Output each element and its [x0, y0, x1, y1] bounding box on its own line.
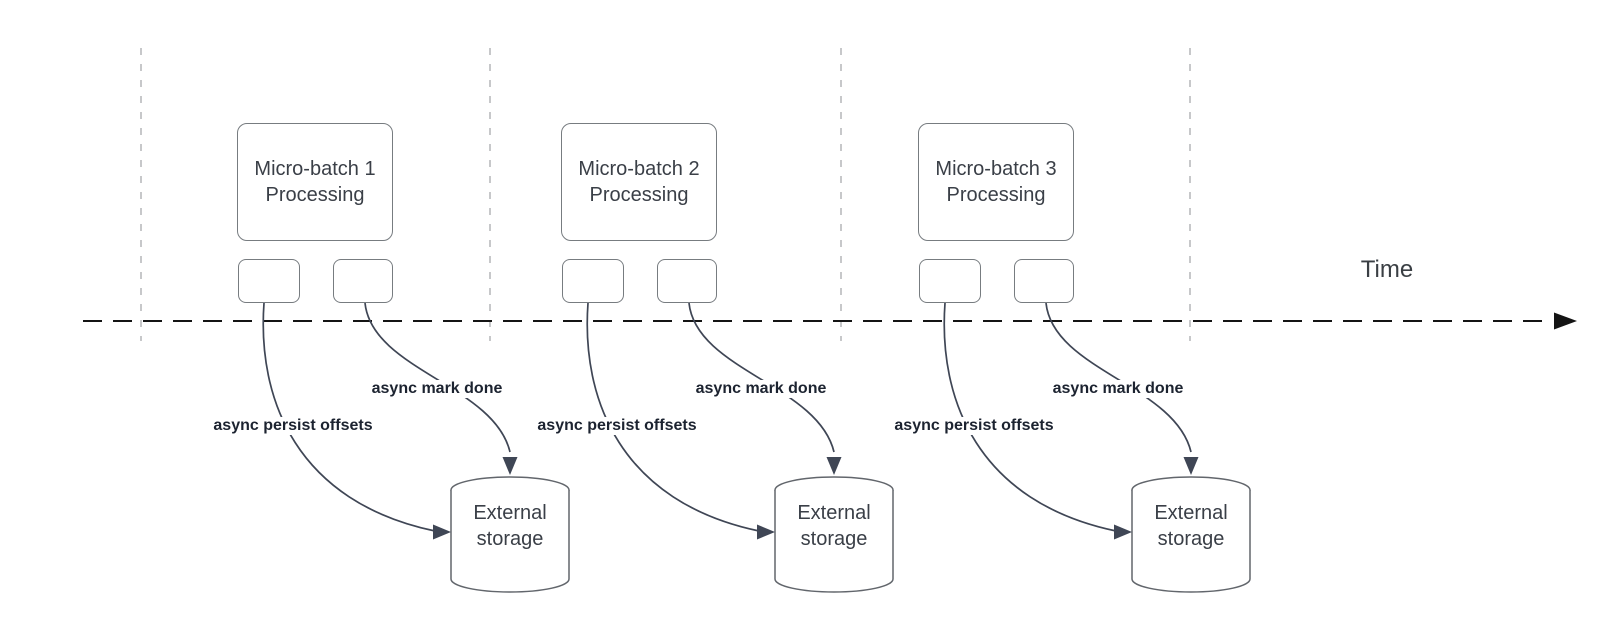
micro-batch-box-title-line2: Processing — [265, 184, 365, 206]
persist-offsets-label: async persist offsets — [210, 417, 376, 435]
micro-batch-box-title-line1: Micro-batch 2 — [578, 158, 700, 180]
external-storage-label: External storage — [1132, 500, 1250, 552]
micro-batch-box-title-line1: Micro-batch 3 — [935, 158, 1057, 180]
persist-offsets-label: async persist offsets — [891, 417, 1057, 435]
mark-done-arrowhead-icon — [502, 457, 518, 475]
persist-task-box — [562, 259, 624, 303]
mark-done-task-box — [657, 259, 717, 303]
micro-batch-box-title-line1: Micro-batch 1 — [254, 158, 376, 180]
micro-batch-box-title-line2: Processing — [589, 184, 689, 206]
mark-done-label: async mark done — [368, 380, 506, 398]
mark-done-arrowhead-icon — [826, 457, 842, 475]
external-storage-label-line1: External — [797, 502, 871, 524]
persist-offsets-arrowhead-icon — [433, 524, 451, 540]
external-storage-label: External storage — [451, 500, 569, 552]
external-storage-label-line2: storage — [1157, 528, 1225, 550]
micro-batch-3-processing-box: Micro-batch 3 Processing — [918, 123, 1074, 241]
time-axis-arrowhead-icon — [1554, 312, 1577, 330]
external-storage-label: External storage — [775, 500, 893, 552]
time-label: Time — [1360, 256, 1414, 283]
micro-batch-2-processing-box: Micro-batch 2 Processing — [561, 123, 717, 241]
mark-done-label: async mark done — [692, 380, 830, 398]
external-storage-label-line1: External — [1154, 502, 1228, 524]
storage-cylinder-body — [1131, 490, 1251, 593]
micro-batch-1-processing-box: Micro-batch 1 Processing — [237, 123, 393, 241]
persist-offsets-arrowhead-icon — [1114, 524, 1132, 540]
mark-done-task-box — [1014, 259, 1074, 303]
persist-offsets-label: async persist offsets — [534, 417, 700, 435]
persist-task-box — [919, 259, 981, 303]
mark-done-arrow — [364, 302, 511, 453]
persist-offsets-arrow — [262, 302, 436, 532]
persist-offsets-arrow — [586, 302, 760, 532]
persist-offsets-arrow — [943, 302, 1117, 532]
micro-batch-box-title-line2: Processing — [946, 184, 1046, 206]
storage-cylinder-body — [774, 490, 894, 593]
storage-cylinder-body — [450, 490, 570, 593]
external-storage-label-line1: External — [473, 502, 547, 524]
persist-offsets-arrowhead-icon — [757, 524, 775, 540]
persist-task-box — [238, 259, 300, 303]
mark-done-arrow — [1045, 302, 1192, 453]
mark-done-label: async mark done — [1049, 380, 1187, 398]
external-storage-label-line2: storage — [800, 528, 868, 550]
external-storage-label-line2: storage — [476, 528, 544, 550]
mark-done-arrowhead-icon — [1183, 457, 1199, 475]
mark-done-arrow — [688, 302, 835, 453]
mark-done-task-box — [333, 259, 393, 303]
